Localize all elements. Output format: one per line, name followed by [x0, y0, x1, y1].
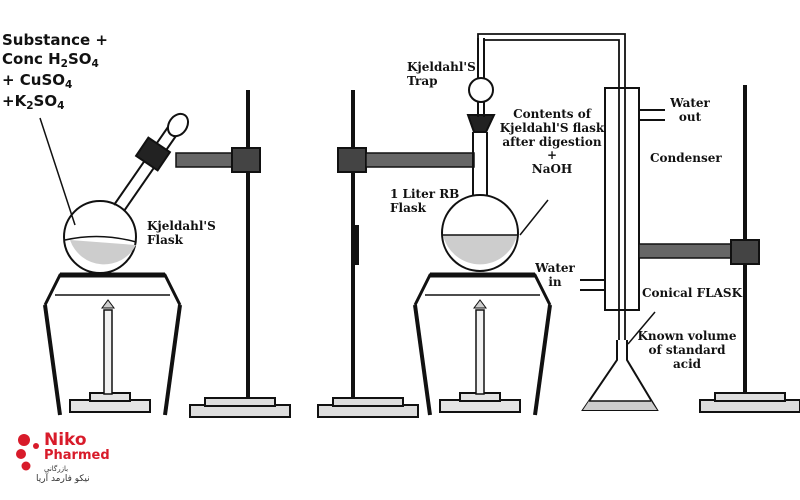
reagents-line-2: Conc H2SO4: [2, 49, 99, 70]
water-out-label: Water out: [670, 96, 710, 124]
right-clamp-stand: [638, 85, 800, 413]
nikopharmed-logo: Niko Pharmed بازرگانی نیکو فارمد آریا: [14, 430, 110, 490]
known-volume-label: Known volume of standard acid: [637, 329, 737, 371]
rb-flask-label: 1 Liter RB Flask: [390, 187, 460, 215]
connecting-tube: [477, 33, 626, 360]
reagents-pointer: [39, 117, 76, 226]
logo-name-top: Niko: [44, 430, 87, 450]
kjeldahl-flask-label: Kjeldahl'S Flask: [147, 219, 216, 247]
kjeldahl-trap-shape: [468, 38, 494, 117]
middle-clamp-stand: [317, 90, 475, 418]
left-burner: [69, 299, 151, 413]
logo-dots-icon: [16, 434, 39, 471]
logo-name-bottom: Pharmed: [44, 448, 110, 463]
contents-pointer: [519, 199, 549, 236]
conical-flask-shape: [581, 340, 659, 411]
reagents-line-3: + CuSO4: [2, 70, 73, 91]
rb-flask-shape: [441, 114, 519, 272]
conical-flask-label: Conical FLASK: [642, 286, 743, 300]
trap-label: Kjeldahl'S Trap: [407, 60, 476, 88]
right-tripod: [413, 272, 552, 416]
conical-pointer: [627, 311, 656, 345]
condenser-label: Condenser: [650, 151, 722, 165]
condenser-shape: [580, 87, 665, 311]
reagents-label: Substance + Conc H2SO4 + CuSO4 +K2SO4: [2, 31, 108, 113]
water-in-label: Water in: [535, 261, 575, 289]
logo-tagline: نیکو فارمد آریا: [36, 474, 90, 484]
left-clamp-stand: [175, 90, 291, 418]
reagents-line-4: +K2SO4: [2, 92, 65, 112]
kjeldahl-flask-shape: [63, 112, 190, 274]
left-tripod: [43, 272, 182, 416]
logo-tagline-small: بازرگانی: [44, 465, 69, 473]
contents-label: Contents of Kjeldahl'S flask after diges…: [499, 107, 605, 177]
right-burner: [439, 299, 521, 413]
reagents-line-1: Substance +: [2, 31, 108, 49]
